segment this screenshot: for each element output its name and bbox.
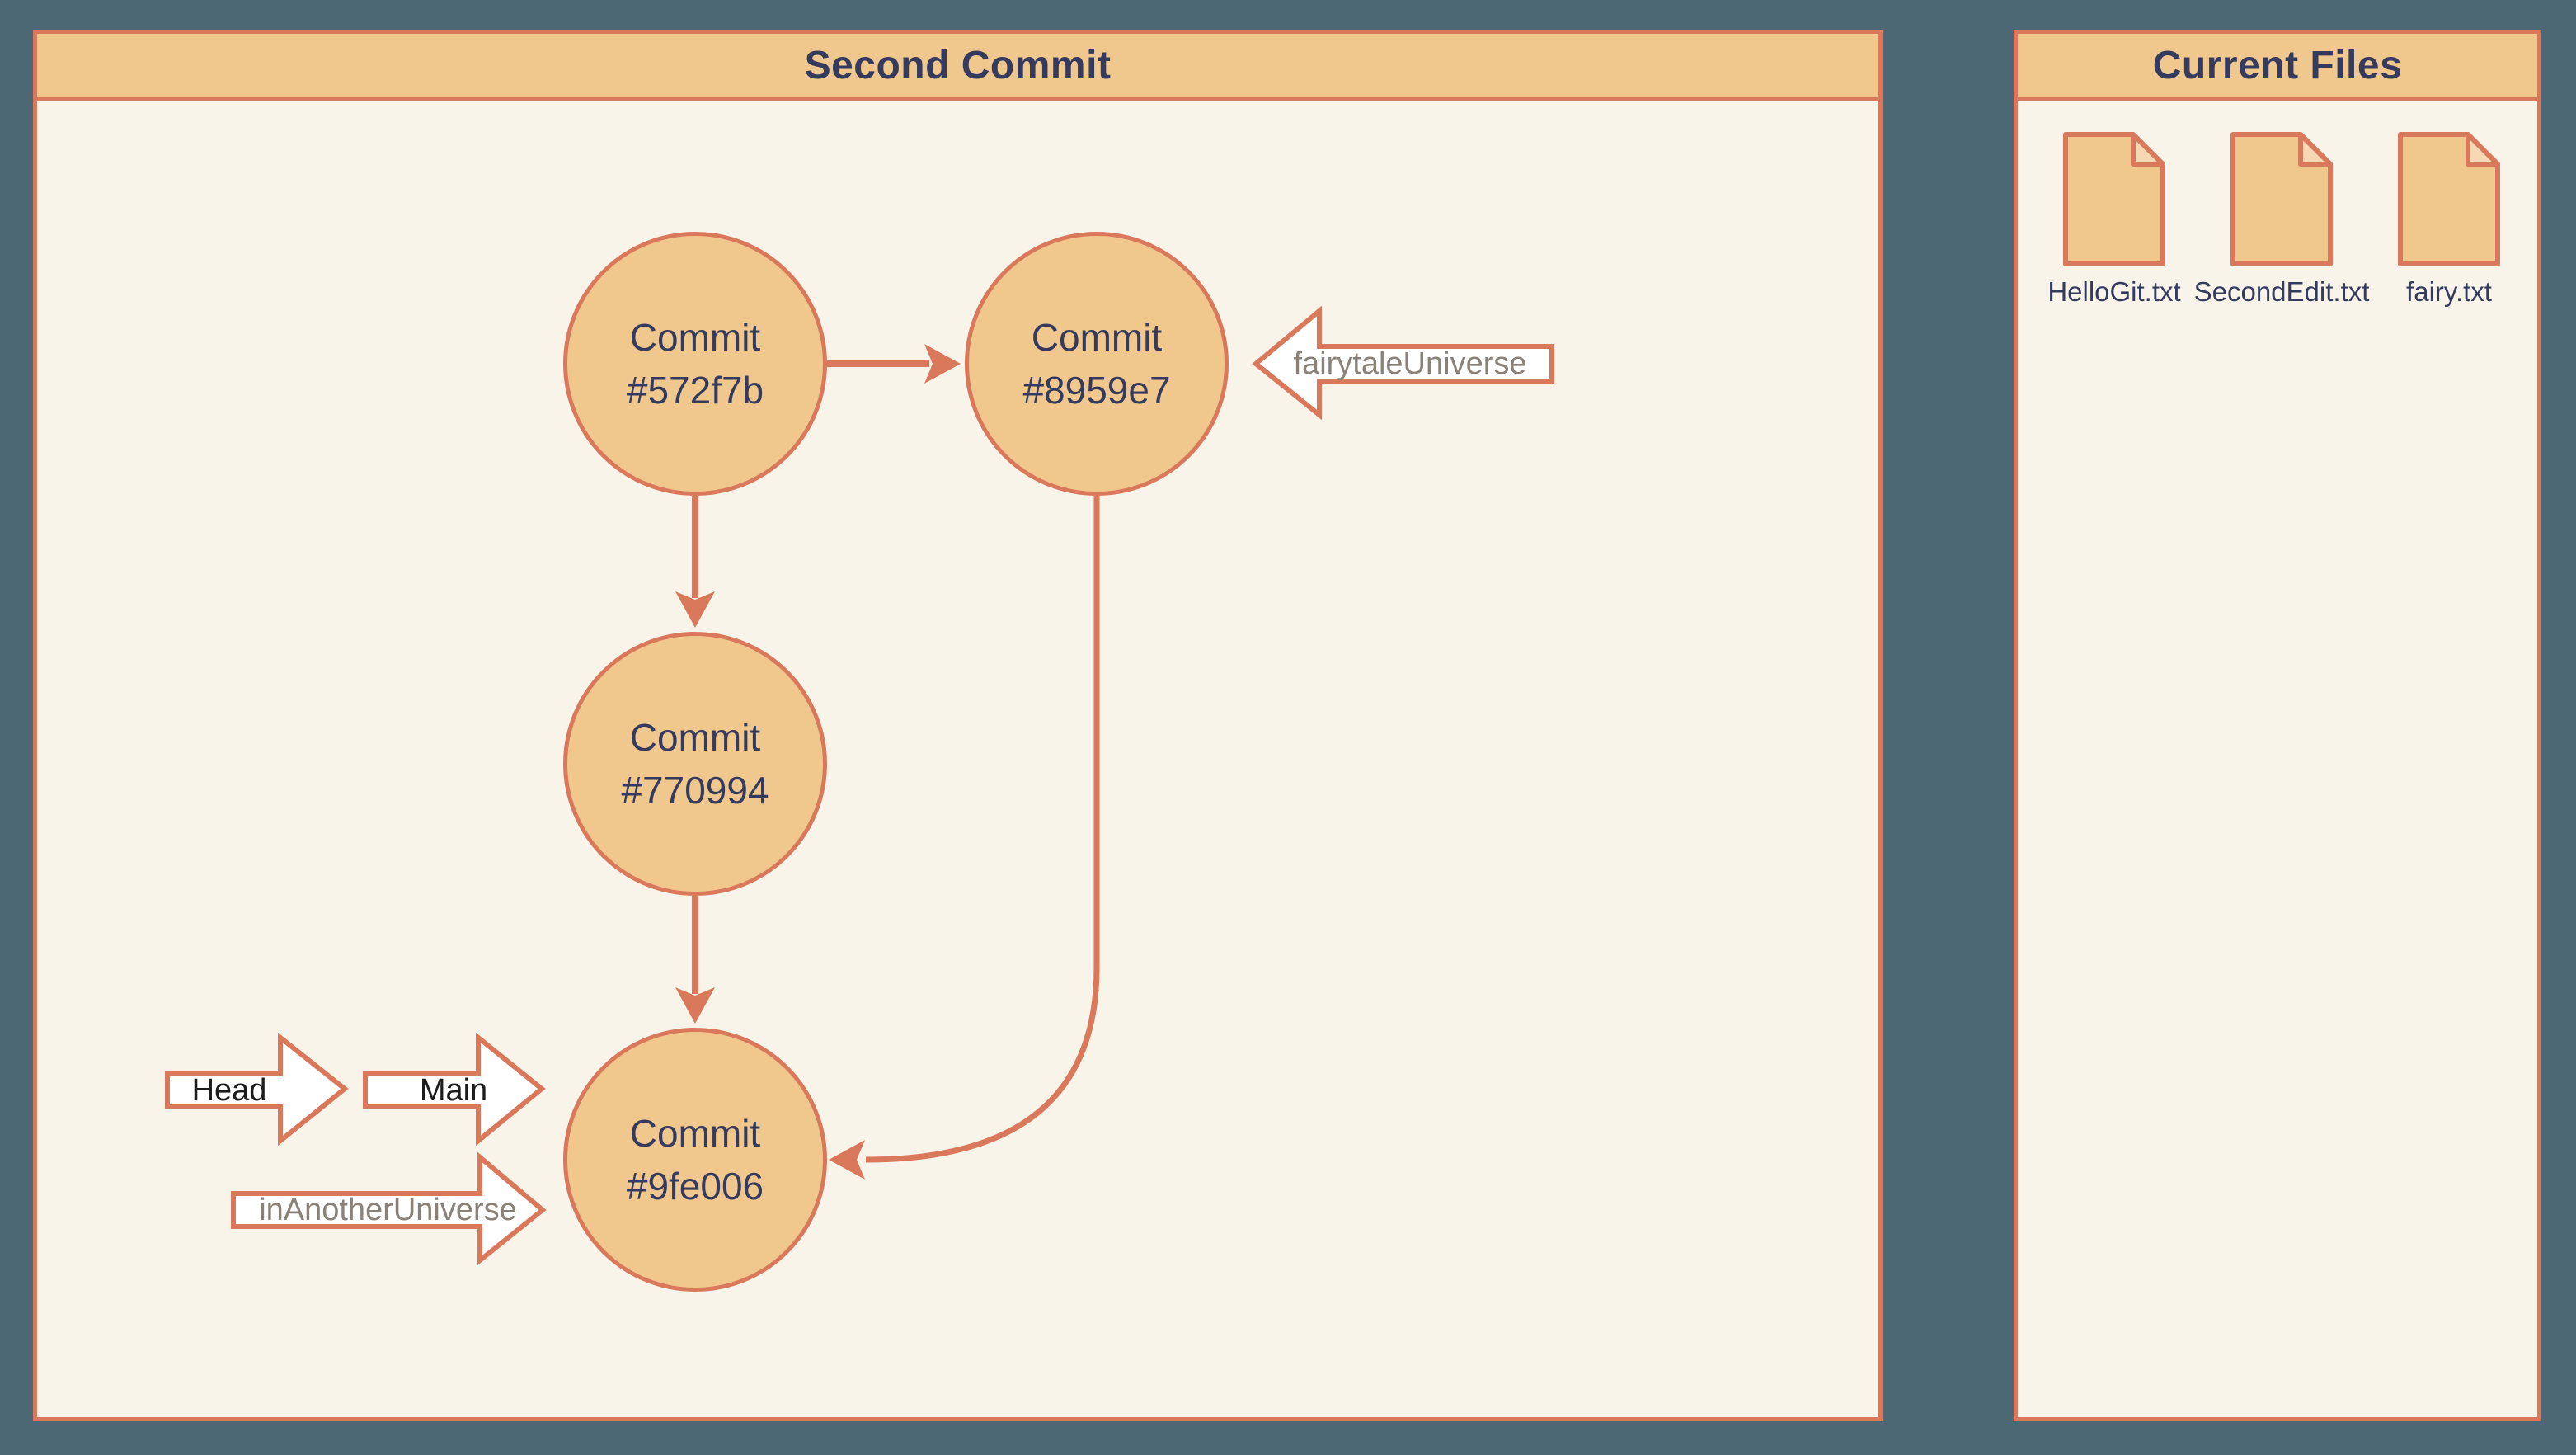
files-panel-body: HelloGit.txt SecondEdit.txt fairy.txt — [2018, 101, 2537, 1417]
main-panel-body: Commit #572f7b Commit #8959e7 Commit #77… — [37, 101, 1878, 1417]
file-name: fairy.txt — [2406, 276, 2492, 307]
current-files-panel: Current Files HelloGit.txt SecondEdit.tx… — [2014, 30, 2541, 1421]
file-icon — [2063, 132, 2165, 266]
main-panel-title: Second Commit — [804, 44, 1112, 87]
file-icon — [2398, 132, 2500, 266]
commit-node-hash: #770994 — [621, 769, 769, 812]
file-name: SecondEdit.txt — [2193, 276, 2370, 307]
commit-node-label: Commit — [629, 1112, 761, 1155]
commit-node-hash: #572f7b — [626, 369, 764, 412]
fairytale-universe-arrow-shape — [1252, 305, 1554, 421]
commit-node-label: Commit — [629, 316, 761, 359]
file-name: HelloGit.txt — [2047, 276, 2181, 307]
files-panel-header: Current Files — [2018, 34, 2537, 101]
file-item-secondedit: SecondEdit.txt — [2194, 132, 2369, 308]
commit-node-label: Commit — [629, 716, 761, 759]
fairytale-universe-label: fairytaleUniverse — [1293, 346, 1527, 381]
commit-node-hash: #9fe006 — [626, 1165, 764, 1208]
edge-572f7b-to-770994-arrow — [675, 496, 715, 628]
file-icon — [2230, 132, 2333, 266]
edge-572f7b-to-8959e7-arrow — [827, 344, 961, 384]
file-item-hellogit: HelloGit.txt — [2047, 132, 2181, 308]
edge-8959e7-to-9fe006-curved-arrow — [829, 496, 1100, 1180]
commit-node-572f7b: Commit #572f7b — [563, 232, 827, 496]
edge-770994-to-9fe006-arrow — [675, 896, 715, 1024]
commit-node-770994: Commit #770994 — [563, 632, 827, 896]
commit-node-hash: #8959e7 — [1022, 369, 1171, 412]
in-another-universe-label: inAnotherUniverse — [259, 1192, 517, 1227]
head-label: Head — [191, 1072, 267, 1108]
head-arrow-shape — [165, 1032, 349, 1147]
in-another-universe-arrow-shape — [231, 1151, 547, 1266]
main-arrow-shape — [363, 1032, 546, 1147]
commit-graph-canvas — [165, 305, 1554, 1266]
commit-node-9fe006: Commit #9fe006 — [563, 1028, 827, 1292]
files-panel-title: Current Files — [2152, 44, 2403, 87]
main-label: Main — [419, 1072, 488, 1108]
file-item-fairy: fairy.txt — [2398, 132, 2500, 308]
main-panel-header: Second Commit — [37, 34, 1878, 101]
files-row: HelloGit.txt SecondEdit.txt fairy.txt — [2047, 132, 2500, 308]
commit-node-label: Commit — [1031, 316, 1163, 359]
commit-node-8959e7: Commit #8959e7 — [965, 232, 1229, 496]
second-commit-panel: Second Commit — [33, 30, 1883, 1421]
